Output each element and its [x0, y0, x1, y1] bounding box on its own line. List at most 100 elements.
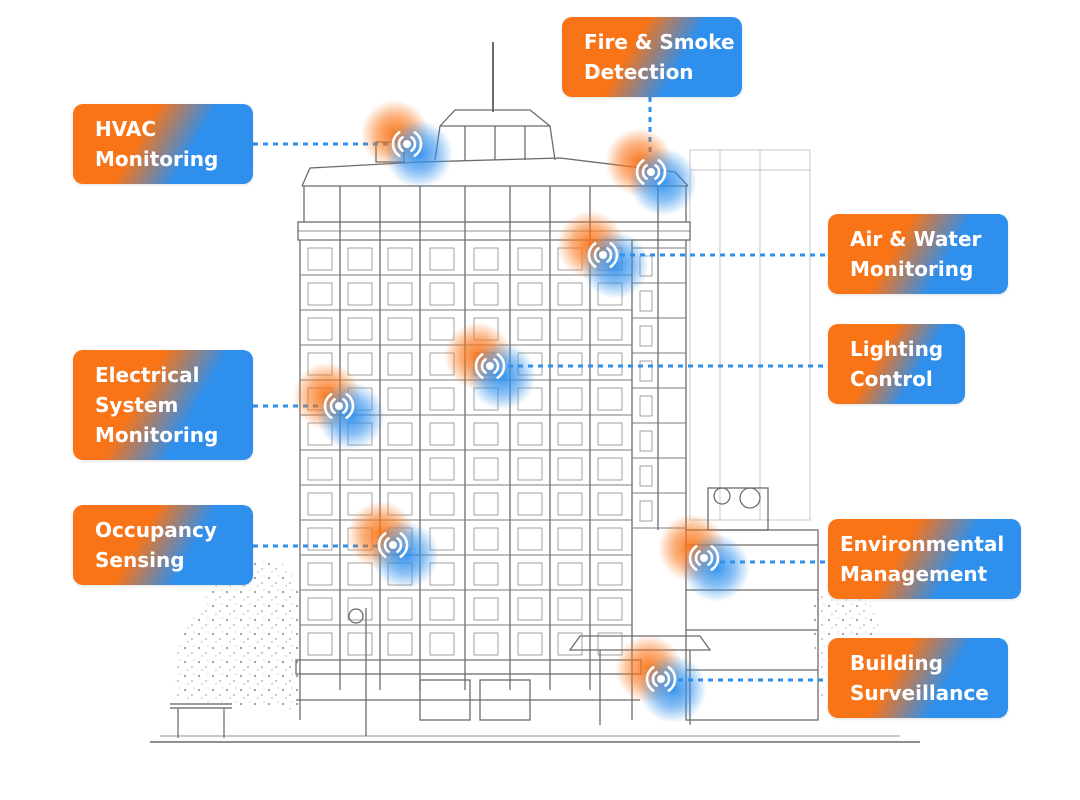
window	[517, 562, 543, 586]
label-line: Fire & Smoke	[584, 30, 735, 54]
sensor-surveillance	[615, 635, 707, 723]
window	[347, 317, 373, 341]
window	[387, 422, 413, 446]
wireless-sensor-icon	[635, 159, 667, 185]
label-hvac-monitoring: HVAC Monitoring	[73, 104, 253, 184]
window	[307, 282, 333, 306]
label-line: Building	[850, 651, 943, 675]
window	[347, 562, 373, 586]
window	[557, 632, 583, 656]
window	[347, 247, 373, 271]
bus-shelter	[170, 703, 232, 738]
window	[517, 527, 543, 551]
window	[639, 430, 653, 452]
window	[557, 457, 583, 481]
window	[307, 317, 333, 341]
window	[473, 492, 499, 516]
sensor-environmental	[658, 514, 750, 602]
wireless-sensor-icon	[391, 131, 423, 157]
window	[473, 422, 499, 446]
window	[429, 282, 455, 306]
window	[429, 492, 455, 516]
window	[557, 562, 583, 586]
label-line: Surveillance	[850, 681, 989, 705]
window	[639, 500, 653, 522]
window	[429, 457, 455, 481]
label-line: Air & Water	[850, 227, 982, 251]
window	[429, 247, 455, 271]
window	[639, 465, 653, 487]
wireless-sensor-icon	[377, 532, 409, 558]
wireless-sensor-icon	[645, 666, 677, 692]
sensor-hvac	[361, 100, 453, 188]
window	[597, 562, 623, 586]
label-air-water-monitoring: Air & Water Monitoring	[828, 214, 1008, 294]
window	[557, 527, 583, 551]
label-lighting-control: Lighting Control	[828, 324, 965, 404]
window	[387, 457, 413, 481]
label-line: Monitoring	[95, 147, 219, 171]
window	[597, 317, 623, 341]
window	[473, 282, 499, 306]
window	[473, 597, 499, 621]
label-line: Monitoring	[850, 257, 974, 281]
label-fire-smoke-detection: Fire & Smoke Detection	[562, 17, 742, 97]
window	[307, 562, 333, 586]
window	[639, 360, 653, 382]
label-building-surveillance: Building Surveillance	[828, 638, 1008, 718]
window	[387, 352, 413, 376]
label-line: Detection	[584, 60, 694, 84]
window	[307, 632, 333, 656]
window	[429, 632, 455, 656]
window	[307, 597, 333, 621]
wireless-sensor-icon	[474, 353, 506, 379]
background-building	[689, 149, 811, 521]
label-occupancy-sensing: Occupancy Sensing	[73, 505, 253, 585]
window	[597, 387, 623, 411]
sensor-occupancy	[347, 501, 439, 589]
window	[473, 562, 499, 586]
label-line: HVAC	[95, 117, 157, 141]
tower-floors	[300, 239, 686, 661]
window	[473, 632, 499, 656]
window	[639, 395, 653, 417]
window	[597, 632, 623, 656]
window	[387, 317, 413, 341]
window	[429, 597, 455, 621]
window	[347, 282, 373, 306]
window	[597, 492, 623, 516]
window	[429, 387, 455, 411]
label-line: Monitoring	[95, 423, 219, 447]
window	[429, 422, 455, 446]
window	[347, 352, 373, 376]
window	[557, 422, 583, 446]
window	[387, 632, 413, 656]
label-environmental-management: Environmental Management	[828, 519, 1021, 599]
sensor-fire	[605, 128, 697, 216]
trees	[174, 559, 882, 710]
label-electrical-system-monitoring: Electrical System Monitoring	[73, 350, 253, 460]
window	[307, 457, 333, 481]
label-line: Management	[840, 562, 988, 586]
sensors	[293, 100, 750, 723]
wireless-sensor-icon	[323, 393, 355, 419]
window	[517, 632, 543, 656]
label-line: Electrical	[95, 363, 200, 387]
label-line: System	[95, 393, 179, 417]
label-line: Lighting	[850, 337, 944, 361]
window	[557, 597, 583, 621]
window	[347, 457, 373, 481]
window	[473, 527, 499, 551]
window	[307, 247, 333, 271]
label-line: Sensing	[95, 548, 185, 572]
window	[557, 282, 583, 306]
window	[307, 492, 333, 516]
window	[387, 597, 413, 621]
window	[557, 352, 583, 376]
window	[473, 247, 499, 271]
window	[387, 387, 413, 411]
window	[347, 597, 373, 621]
window	[517, 457, 543, 481]
